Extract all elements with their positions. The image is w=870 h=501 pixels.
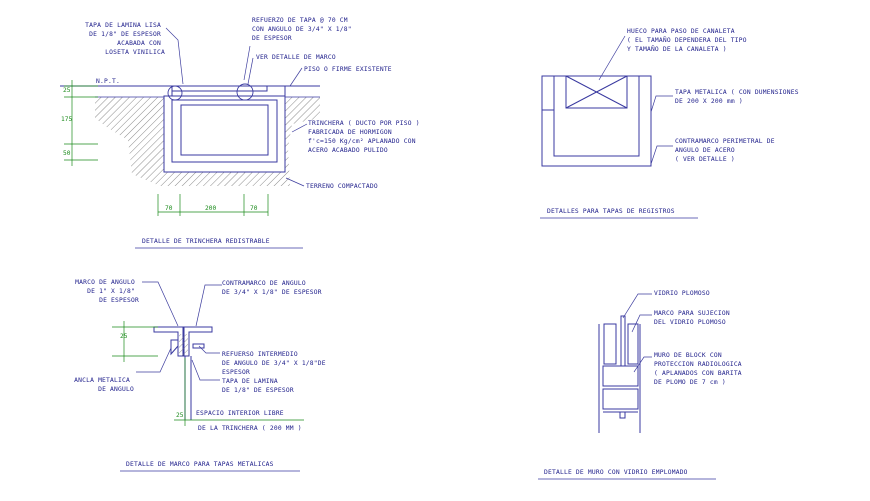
muro-title: DETALLE DE MURO CON VIDRIO EMPLOMADO: [544, 469, 688, 476]
refuerso-intermedio-callout: REFUERSO INTERMEDIO DE ANGULO DE 3/4" X …: [222, 351, 330, 376]
ancla-metalica-callout: ANCLA METALICA DE ANGULO: [74, 377, 134, 393]
espacio-dim-25: 25: [176, 412, 184, 419]
trinchera-leaders: [165, 27, 308, 187]
piso-firme-callout: PISO O FIRME EXISTENTE: [304, 66, 392, 73]
marco-detail: 25 25 MARCO DE ANGULO DE 1" X 1/8" DE ES…: [74, 279, 330, 472]
muro-block-callout: MURO DE BLOCK CON PROTECCION RADIOLOGICA…: [654, 352, 746, 386]
contramarco-angulo-callout: CONTRAMARCO DE ANGULO DE 3/4" X 1/8" DE …: [222, 280, 322, 296]
dim-175: 175: [61, 116, 72, 123]
dim-50: 50: [63, 150, 71, 157]
trinchera-material-callout: TRINCHERA ( DUCTO POR PISO ) FABRICADA D…: [308, 120, 424, 154]
trinchera-body: [163, 95, 286, 173]
tapa-metalica-callout: TAPA METALICA ( CON DUMENSIONES DE 200 X…: [675, 89, 803, 105]
trinchera-ground-hatch: [95, 97, 320, 186]
registros-leaders: [598, 35, 673, 165]
dim-25: 25: [63, 87, 71, 94]
espacio-interior-callout: ESPACIO INTERIOR LIBRE: [196, 410, 284, 417]
dim-70-right: 70: [250, 205, 258, 212]
trinchera-horizontal-dims: [157, 194, 269, 216]
marco-detail-circle: [167, 83, 254, 101]
tapa-lamina-marco-callout: TAPA DE LAMINA DE 1/8" DE ESPESOR: [222, 378, 294, 394]
registros-detail: HUECO PARA PASO DE CANALETA ( EL TAMAÑO …: [540, 28, 803, 219]
marco-dim-25: 25: [120, 333, 128, 340]
registros-title: DETALLES PARA TAPAS DE REGISTROS: [547, 208, 675, 215]
contramarco-perimetral-callout: CONTRAMARCO PERIMETRAL DE ANGULO DE ACER…: [675, 138, 779, 163]
vidrio-plomoso-callout: VIDRIO PLOMOSO: [654, 290, 710, 297]
refuerzo-tapa-callout: REFUERZO DE TAPA @ 70 CM CON ANGULO DE 3…: [252, 17, 356, 42]
terreno-compactado-callout: TERRENO COMPACTADO: [306, 183, 378, 190]
muro-detail: VIDRIO PLOMOSO MARCO PARA SUJECION DEL V…: [538, 290, 746, 480]
muro-leaders: [622, 293, 652, 373]
npt-label: N.P.T.: [96, 78, 120, 85]
marco-angulo-callout: MARCO DE ANGULO DE 1" X 1/8" DE ESPESOR: [75, 279, 139, 304]
muro-wall: [598, 315, 641, 433]
marco-sujecion-callout: MARCO PARA SUJECION DEL VIDRIO PLOMOSO: [654, 310, 734, 326]
marco-leaders: [136, 281, 222, 381]
dim-70-left: 70: [165, 205, 173, 212]
marco-title: DETALLE DE MARCO PARA TAPAS METALICAS: [126, 461, 274, 468]
trinchera-detail: TAPA DE LAMINA LISA DE 1/8" DE ESPESOR A…: [60, 17, 424, 249]
trinchera-title: DETALLE DE TRINCHERA REDISTRABLE: [142, 238, 270, 245]
ver-detalle-marco-callout: VER DETALLE DE MARCO: [256, 54, 336, 61]
registro-box: [541, 75, 652, 167]
tapa-lamina-callout: TAPA DE LAMINA LISA DE 1/8" DE ESPESOR A…: [85, 22, 165, 56]
trinchera-vertical-dims: [64, 80, 98, 166]
hueco-canaleta-callout: HUECO PARA PASO DE CANALETA ( EL TAMAÑO …: [627, 28, 751, 53]
espacio-trinchera-callout: DE LA TRINCHERA ( 200 MM ): [198, 425, 302, 432]
trinchera-cover: [164, 85, 286, 97]
marco-hatch: [179, 334, 188, 356]
marco-dims: [112, 321, 304, 426]
dim-200: 200: [205, 205, 216, 212]
